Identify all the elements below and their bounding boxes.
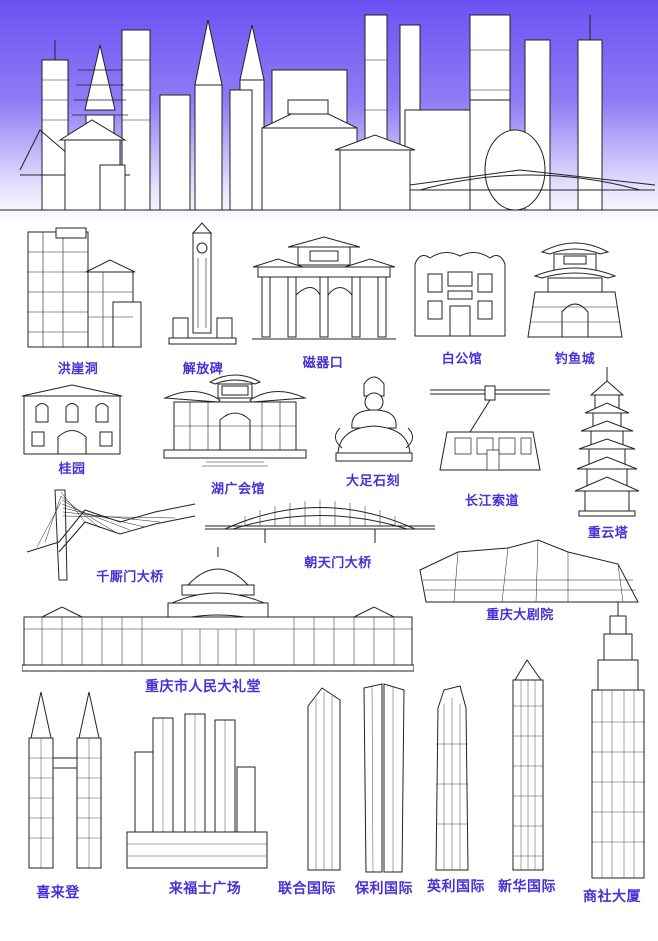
diaoyucheng-label: 钓鱼城 [554,352,596,367]
baoliguoji-label: 保利国际 [355,881,413,897]
baigongguan-illustration [410,246,510,341]
yingliguoji-label: 英利国际 [427,879,485,895]
chaotianmendaqiao-illustration [205,498,435,548]
huguang-sign [222,386,248,395]
xinhuaguoji-illustration [505,656,550,872]
jiefangbei-illustration [165,218,240,348]
huguanghuiguan-illustration [160,368,310,473]
qiansimendaqiao-illustration [25,482,200,582]
chongyunta-illustration [573,365,641,517]
ciqikou-label: 磁器口 [302,356,344,371]
jiefangbei-label: 解放碑 [182,362,224,377]
baigongguan-sign [448,291,472,299]
guiyuan-illustration [18,382,126,457]
laifushiguangchang-label: 来福士广场 [168,881,242,897]
skyline-illustration [0,0,658,225]
chongyunta-label: 重云塔 [587,526,629,541]
shangshedasha-label: 商社大厦 [583,889,641,905]
renmindalitang-illustration [22,545,414,675]
xilaideng-label: 喜来登 [36,885,80,901]
diaoyucheng-illustration [520,232,630,342]
hongyadong-label: 洪崖洞 [57,362,99,377]
changjiangsuodao-label: 长江索道 [464,494,520,509]
xilaideng-illustration [25,688,105,873]
chaotianmendaqiao-label: 朝天门大桥 [304,556,372,571]
changjiangsuodao-illustration [425,380,555,480]
chongqingdajuyuan-illustration [418,530,640,605]
skyline-banner [0,0,658,225]
xinhuaguoji-label: 新华国际 [498,879,556,895]
baoliguoji-illustration [360,682,410,874]
dazushike-illustration [330,368,418,463]
qiansimendaqiao-label: 千厮门大桥 [96,570,164,585]
baigongguan-label: 白公馆 [441,352,483,367]
dazushike-label: 大足石刻 [345,474,401,489]
laifushiguangchang-illustration [125,712,270,872]
ciqikou-illustration [248,235,400,345]
renmindalitang-label: 重庆市人民大礼堂 [145,679,261,695]
hongyadong-illustration [18,222,143,352]
diaoyucheng-sign [564,256,586,264]
huguanghuiguan-label: 湖广会馆 [210,482,266,497]
hongyadong-sign [56,228,86,238]
shangshedasha-illustration [588,602,648,880]
chongqingdajuyuan-label: 重庆大剧院 [486,608,554,623]
yingliguoji-illustration [430,684,475,872]
guiyuan-label: 桂园 [58,462,86,477]
lianheguoji-illustration [302,686,347,872]
ciqikou-sign [310,251,338,261]
lianheguoji-label: 联合国际 [278,881,336,897]
